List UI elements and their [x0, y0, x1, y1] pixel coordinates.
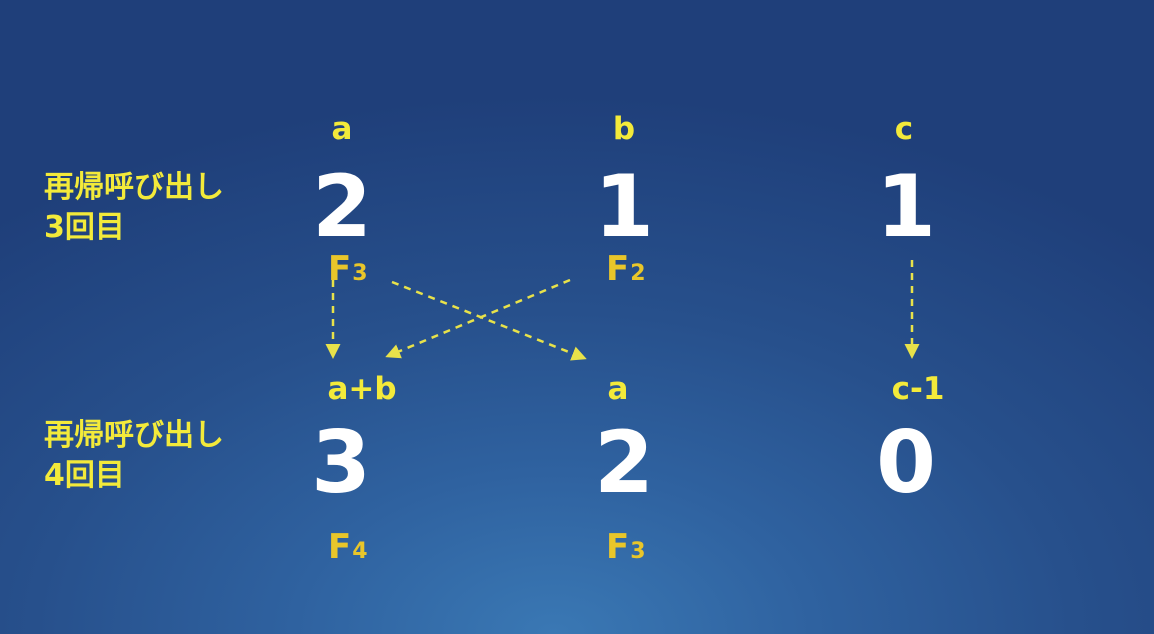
- fib-label-a-new: F3: [606, 530, 646, 564]
- row-label-line2: 4回目: [44, 458, 125, 493]
- arrow-b-to-a-plus-b: [385, 278, 571, 359]
- value-a: 2: [312, 157, 372, 257]
- fib-subscript: 3: [630, 539, 646, 564]
- fib-letter: F: [606, 249, 630, 289]
- fib-label-a: F3: [328, 252, 368, 286]
- var-label-a-new: a: [607, 371, 629, 407]
- fib-subscript: 2: [630, 261, 646, 286]
- var-label-a-plus-b: a+b: [327, 371, 397, 407]
- row-label-line1: 再帰呼び出し: [44, 418, 224, 453]
- value-b: 1: [594, 157, 654, 257]
- var-label-a: a: [331, 111, 353, 147]
- var-label-c: c: [894, 111, 914, 147]
- row-label-call-4: 再帰呼び出し 4回目: [44, 416, 224, 496]
- fib-letter: F: [606, 527, 630, 567]
- fib-subscript: 4: [352, 539, 368, 564]
- fib-label-b: F2: [606, 252, 646, 286]
- var-label-c-minus-1: c-1: [891, 371, 945, 407]
- var-label-b: b: [612, 111, 636, 147]
- value-c-minus-1: 0: [876, 413, 936, 513]
- row-label-line2: 3回目: [44, 210, 125, 245]
- value-a-plus-b: 3: [311, 413, 371, 513]
- value-a-new: 2: [594, 413, 654, 513]
- fib-label-a-plus-b: F4: [328, 530, 368, 564]
- fib-subscript: 3: [352, 261, 368, 286]
- arrow-a-to-new-a: [391, 280, 587, 361]
- fib-letter: F: [328, 249, 352, 289]
- value-c: 1: [876, 157, 936, 257]
- row-label-call-3: 再帰呼び出し 3回目: [44, 168, 224, 248]
- row-label-line1: 再帰呼び出し: [44, 170, 224, 205]
- fib-letter: F: [328, 527, 352, 567]
